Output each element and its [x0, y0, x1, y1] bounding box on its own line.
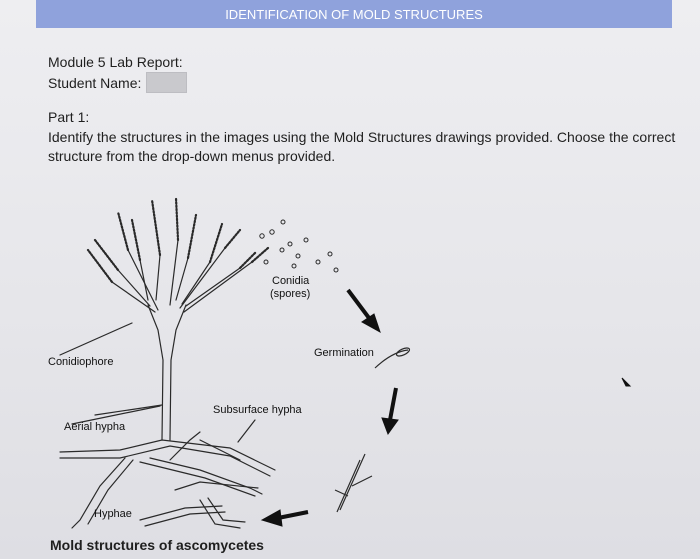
label-hyphae: Hyphae [94, 508, 132, 520]
label-conidiophore: Conidiophore [48, 356, 114, 368]
conidiophore-stalk [147, 304, 164, 441]
student-name-row: Student Name: [48, 72, 188, 93]
mold-structures-diagram [59, 196, 632, 529]
figure-caption: Mold structures of ascomycetes [50, 537, 264, 553]
label-spores: (spores) [270, 288, 311, 300]
module-label: Module 5 Lab Report: [48, 54, 183, 70]
page-banner: IDENTIFICATION OF MOLD STRUCTURES [36, 0, 672, 28]
label-subsurface-hypha: Subsurface hypha [213, 404, 302, 416]
label-germination: Germination [314, 347, 374, 359]
report-header: Module 5 Lab Report: Student Name: [48, 52, 188, 93]
part-instructions: Identify the structures in the images us… [48, 128, 676, 165]
student-name-label: Student Name: [48, 74, 142, 91]
label-conidia: Conidia [272, 275, 310, 287]
part-section: Part 1: Identify the structures in the i… [48, 108, 678, 167]
module-label-row: Module 5 Lab Report: [48, 52, 187, 72]
label-aerial-hypha: Aerial hypha [64, 421, 126, 433]
part-heading: Part 1: [48, 109, 90, 125]
redacted-student-name [146, 72, 188, 93]
